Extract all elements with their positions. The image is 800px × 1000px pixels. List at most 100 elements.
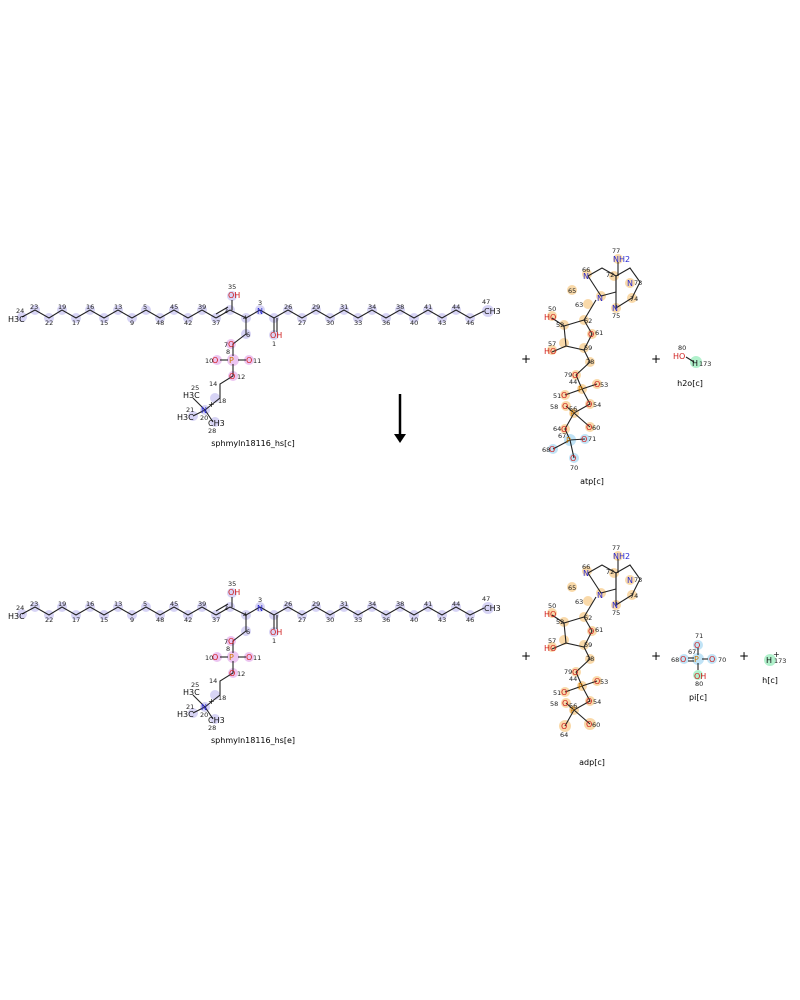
compound-label: h2o[c] bbox=[677, 379, 703, 388]
atom-index: 57 bbox=[548, 340, 556, 348]
atom-label: O bbox=[709, 655, 715, 664]
atom-label: O bbox=[572, 371, 578, 380]
atom-index: 63 bbox=[575, 598, 583, 606]
atom-index: 44 bbox=[569, 675, 577, 683]
atom-label: N bbox=[627, 279, 633, 288]
compound-label: pi[c] bbox=[689, 693, 707, 702]
plus-sign: + bbox=[521, 352, 531, 366]
atom-label: HO bbox=[544, 610, 556, 619]
atom-index: 10 bbox=[205, 654, 213, 662]
atom-index: 75 bbox=[612, 609, 620, 617]
atom-index: 12 bbox=[237, 670, 245, 678]
atom-index: 63 bbox=[575, 301, 583, 309]
atom-index: 46 bbox=[466, 616, 474, 624]
atom-index: 13 bbox=[114, 303, 122, 311]
atom-label: OH bbox=[270, 628, 282, 637]
atom-index: 33 bbox=[354, 319, 362, 327]
atom-label: O bbox=[594, 380, 600, 389]
atom-label: N bbox=[583, 569, 589, 578]
atom-index: 6 bbox=[246, 331, 250, 339]
atom-index: 78 bbox=[586, 655, 594, 663]
atom-label: HO bbox=[673, 352, 685, 361]
atom-label: CH3 bbox=[208, 716, 225, 725]
atom-label: O bbox=[561, 722, 567, 731]
atom-index: 42 bbox=[184, 319, 192, 327]
atom-index: 44 bbox=[452, 600, 460, 608]
atom-index: 8 bbox=[226, 645, 230, 653]
atom-label: CH3 bbox=[208, 419, 225, 428]
atom-index: 14 bbox=[209, 677, 217, 685]
atom-index: 35 bbox=[228, 580, 236, 588]
atom-index: 57 bbox=[548, 637, 556, 645]
atom-index: 66 bbox=[582, 563, 590, 571]
atom-index: 25 bbox=[191, 384, 199, 392]
atom-index: 41 bbox=[424, 303, 432, 311]
atom-label: P bbox=[229, 356, 234, 365]
left-alkyl-chain bbox=[21, 309, 217, 319]
atom-index: 9 bbox=[130, 319, 134, 327]
atom-index: 28 bbox=[208, 724, 216, 732]
atom-label: OH bbox=[228, 588, 240, 597]
atom-label: H3C bbox=[8, 315, 25, 324]
charge-label: + bbox=[208, 697, 215, 706]
sphingomyelin-reactant: H3C CH3 OH N OH O P O O O N H3C H3C CH3 … bbox=[8, 283, 501, 448]
atom-index: 54 bbox=[593, 401, 601, 409]
atom-index: 61 bbox=[595, 329, 603, 337]
atp-molecule: NH2 N N N N O HO HO O P O O O P O O O P … bbox=[542, 247, 642, 486]
atom-index: 18 bbox=[218, 397, 226, 405]
atom-index: 5 bbox=[143, 600, 147, 608]
atom-index: 26 bbox=[284, 600, 292, 608]
atom-label: O bbox=[228, 637, 234, 646]
atom-index: 38 bbox=[396, 303, 404, 311]
atom-index: 50 bbox=[548, 305, 556, 313]
atom-index: 41 bbox=[424, 600, 432, 608]
atom-label: OH bbox=[694, 672, 706, 681]
atom-index: 39 bbox=[198, 303, 206, 311]
atom-index: 39 bbox=[198, 600, 206, 608]
atom-index: 35 bbox=[228, 283, 236, 291]
atom-index: 56 bbox=[569, 702, 577, 710]
atom-label: N bbox=[257, 307, 263, 316]
atom-label: P bbox=[694, 655, 699, 664]
atom-index: 27 bbox=[298, 616, 306, 624]
atom-label: O bbox=[561, 425, 567, 434]
atom-index: 15 bbox=[100, 616, 108, 624]
atom-label: H3C bbox=[177, 413, 194, 422]
atom-label: O bbox=[570, 454, 576, 463]
atom-label: O bbox=[594, 677, 600, 686]
atom-index: 31 bbox=[340, 600, 348, 608]
atom-index: 15 bbox=[100, 319, 108, 327]
atom-index: 45 bbox=[170, 600, 178, 608]
atom-label: H bbox=[692, 359, 698, 368]
atom-label: O bbox=[588, 627, 594, 636]
atom-index: 12 bbox=[237, 373, 245, 381]
atom-index: 43 bbox=[438, 319, 446, 327]
atom-index: 73 bbox=[634, 279, 642, 287]
atom-index: 16 bbox=[86, 303, 94, 311]
atom-index: 47 bbox=[482, 595, 490, 603]
atom-label: O bbox=[586, 720, 592, 729]
atom-index: 4 bbox=[243, 314, 247, 322]
atom-index: 173 bbox=[774, 657, 786, 665]
atom-label: O bbox=[680, 655, 686, 664]
atom-index: 77 bbox=[612, 544, 620, 552]
atom-index: 45 bbox=[170, 303, 178, 311]
sphingomyelin-product: H3C CH3 OH N OH O P O O O N H3C H3C CH3 … bbox=[8, 580, 501, 745]
atom-index: 17 bbox=[72, 616, 80, 624]
atom-index: 20 bbox=[200, 711, 208, 719]
atom-label: H3C bbox=[177, 710, 194, 719]
atom-index: 173 bbox=[699, 360, 711, 368]
water-highlight bbox=[690, 356, 702, 368]
atom-label: HO bbox=[544, 644, 556, 653]
atom-label: H bbox=[766, 656, 772, 665]
ribose-ring bbox=[563, 319, 593, 351]
atom-index: 60 bbox=[592, 424, 600, 432]
atom-index: 60 bbox=[592, 721, 600, 729]
atom-index: 70 bbox=[718, 656, 726, 664]
atom-label: O bbox=[586, 697, 592, 706]
atom-label: OH bbox=[228, 291, 240, 300]
atom-index: 1 bbox=[272, 340, 276, 348]
atom-label: P bbox=[570, 409, 575, 418]
atom-label: HO bbox=[544, 347, 556, 356]
atom-index: 64 bbox=[553, 425, 561, 433]
